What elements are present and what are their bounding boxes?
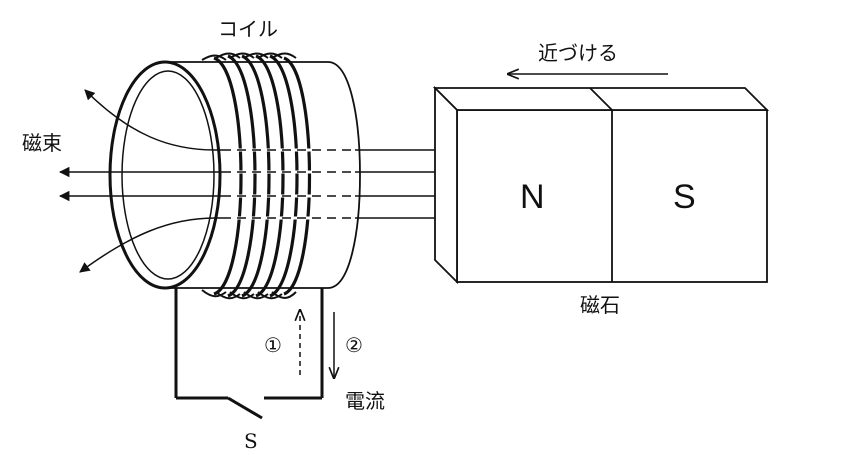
north-pole-label: N [520, 178, 545, 216]
circuit [174, 288, 324, 420]
flux-dashed-segments [222, 149, 355, 219]
direction-2-label: ② [345, 333, 363, 357]
current-label: 電流 [345, 389, 385, 413]
coil-back-end [327, 61, 361, 289]
magnet-top-divider [589, 87, 613, 111]
flux-label: 磁束 [22, 131, 62, 155]
direction-1-label: ① [264, 333, 282, 357]
coil-label: コイル [218, 17, 278, 41]
switch-label: S [244, 429, 258, 453]
flux-lines [58, 89, 440, 273]
flux-line-1-curve [84, 89, 216, 151]
bar-magnet [432, 85, 770, 285]
approach-label: 近づける [538, 41, 618, 65]
magnet-label: 磁石 [580, 293, 620, 317]
south-pole-label: S [673, 178, 696, 216]
coil-inner-rim [121, 70, 215, 280]
coil-windings [201, 52, 312, 300]
coil [108, 52, 361, 300]
flux-line-4-curve [79, 217, 216, 273]
magnet-left-face [434, 85, 458, 285]
switch-lever [227, 396, 263, 420]
coil-front-rim [108, 60, 222, 290]
